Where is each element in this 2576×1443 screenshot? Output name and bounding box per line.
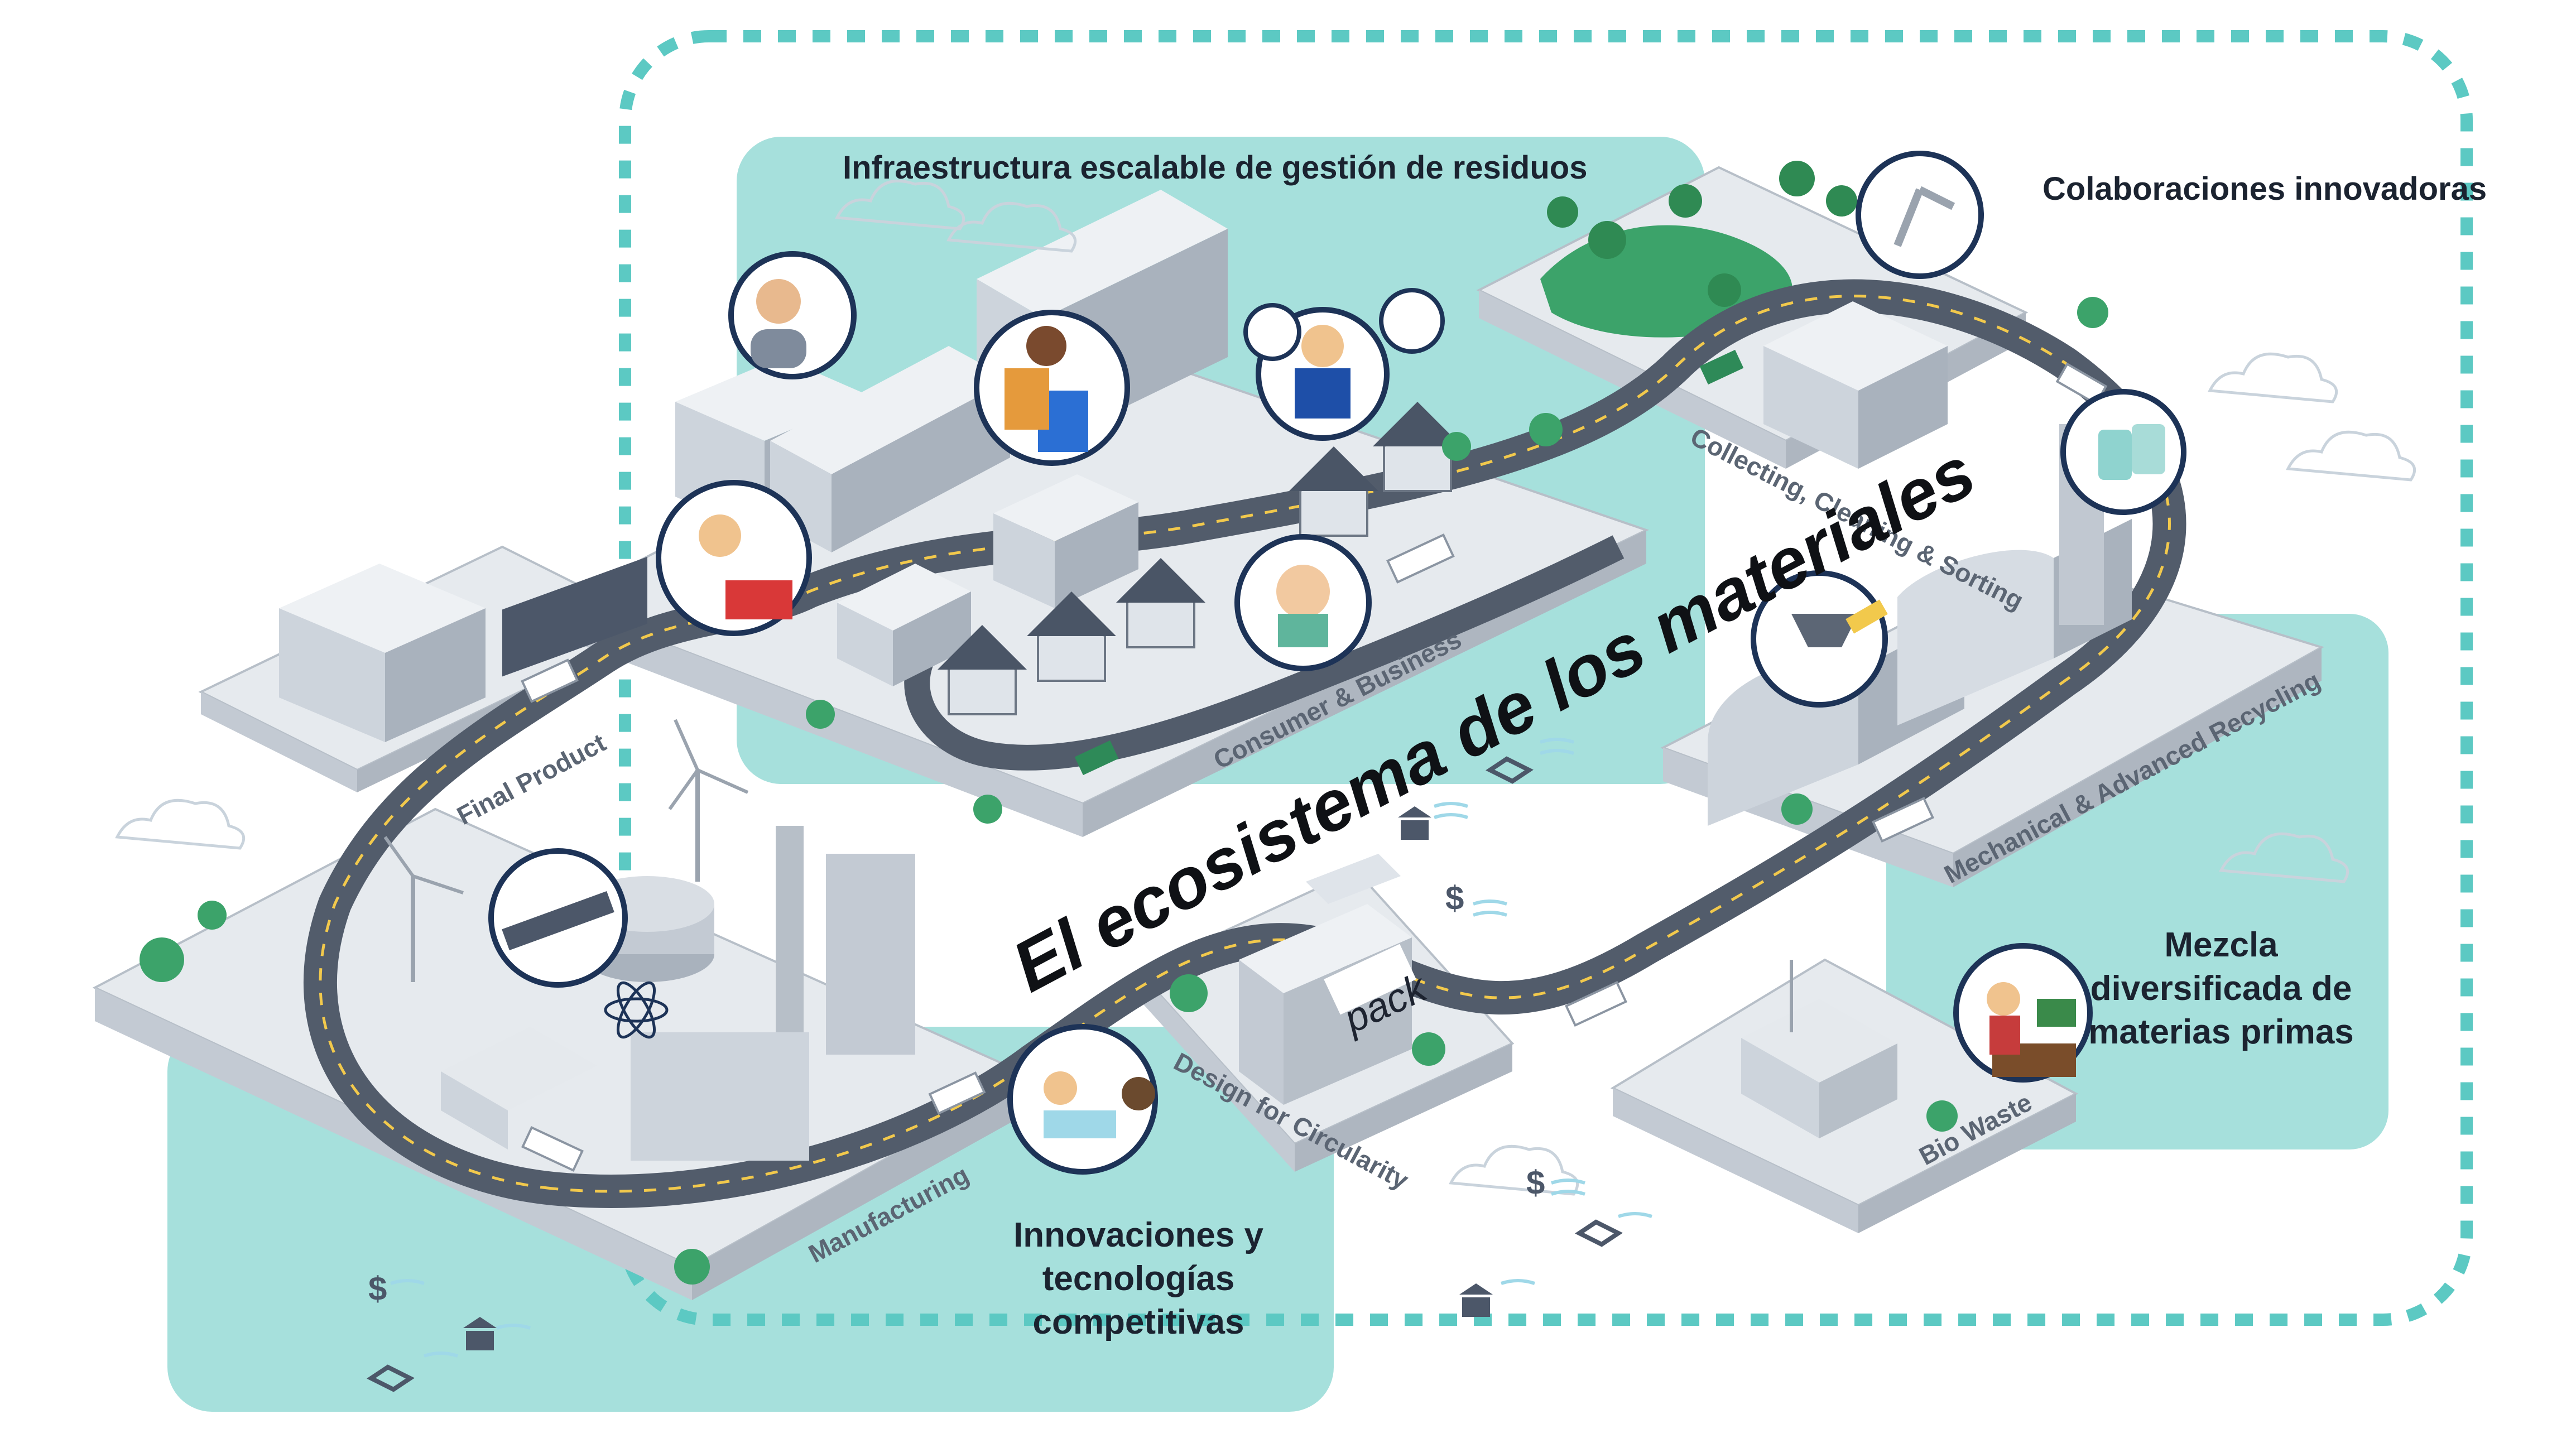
vignette-robot-arm-icon [1856,151,1984,279]
vignette-lab-icon [1007,1024,1158,1175]
trucks [521,349,2108,1172]
recycling-plant [1708,424,2132,826]
category-colaboraciones: Colaboraciones innovadoras [2042,171,2487,207]
category-infraestructura: Infraestructura escalable de gestión de … [843,150,1588,186]
bank-wind-icon [463,806,1493,1350]
category-innovaciones: Innovaciones y tecnologías competitivas [1013,1216,1263,1341]
wind-lines [390,738,1652,1358]
dollar-wind-icon: $ $ $ [368,879,1545,1307]
clouds [115,179,2416,1196]
road-town-loop [904,535,1625,771]
building-final-product [279,564,486,742]
svg-text:$: $ [368,1270,387,1307]
factory [441,556,915,1161]
dashed-border [619,30,2473,1326]
wind-turbines [383,719,749,982]
svg-text:$: $ [1445,879,1464,917]
trees [140,297,2108,1285]
vignette-healthcare-icon [728,251,857,379]
building-collecting [1763,301,1948,469]
bottle-icon [1243,303,1301,361]
vignette-shopper-icon [974,310,1130,466]
vignette-child-icon [1234,534,1372,671]
vignette-conveyor-icon [488,848,628,988]
vignette-farmer-icon [1953,943,2093,1083]
handshake-wind-icon [367,756,1623,1392]
plastic-item-icon [1379,288,1445,354]
building-shop-left [837,564,971,686]
vignette-bottles-icon [2060,389,2186,515]
category-mezcla: Mezcla diversificada de materias primas [2088,926,2354,1051]
vignette-shredder-icon [1751,570,1888,708]
atom-icon [604,981,669,1039]
svg-text:$: $ [1526,1164,1545,1201]
vignette-scanner-icon [656,480,812,636]
houses [938,402,1462,715]
building-store [993,474,1138,608]
greenhouse-bio [1741,960,1897,1138]
